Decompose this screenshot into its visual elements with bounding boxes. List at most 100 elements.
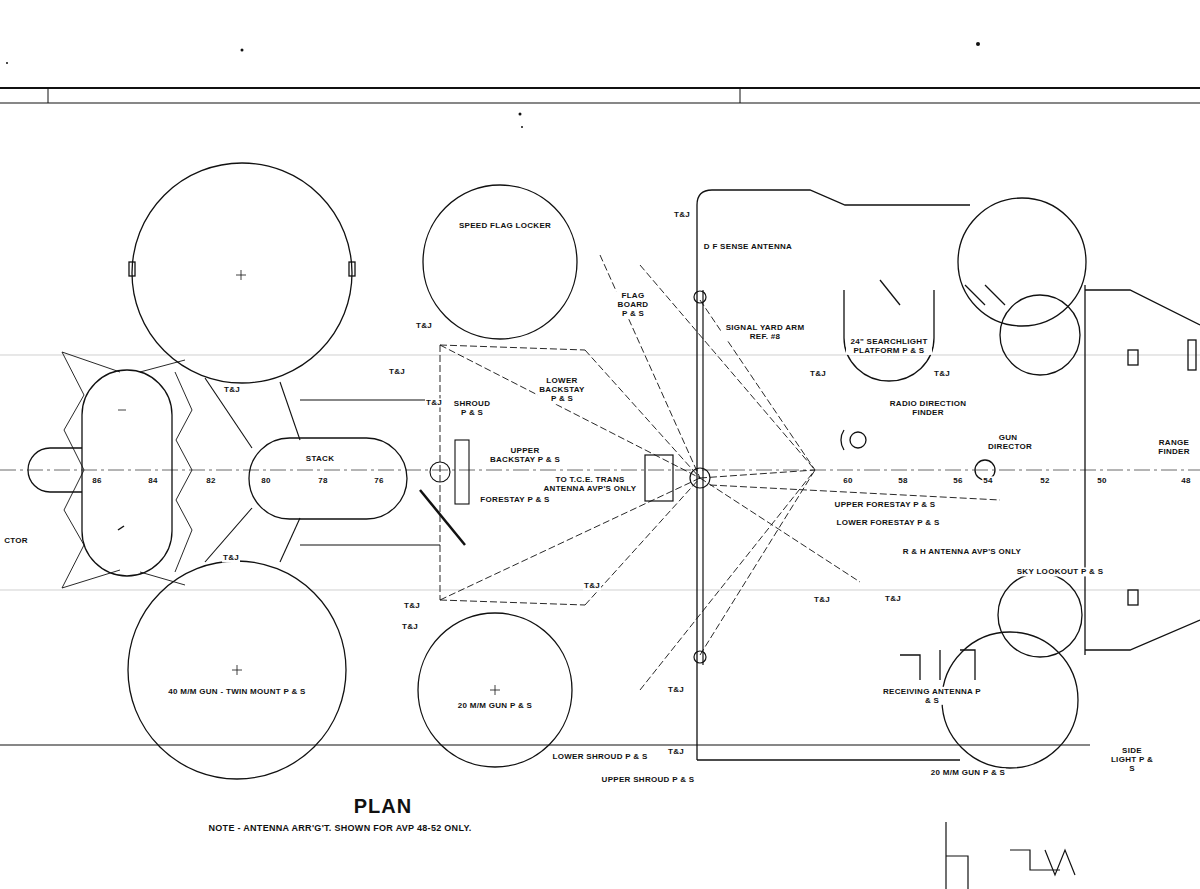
node-label: SPEED FLAG LOCKER xyxy=(458,221,552,230)
callout-label: FORESTAY P & S xyxy=(479,495,550,504)
ghost-line xyxy=(0,355,1200,356)
gun-tub xyxy=(128,561,346,779)
rigging-stay xyxy=(700,470,815,655)
center-line xyxy=(0,470,1200,471)
speck xyxy=(241,49,244,52)
fitting-mark: T&J xyxy=(933,369,951,378)
stack-casing xyxy=(280,382,300,440)
superstructure xyxy=(697,759,960,760)
superstructure xyxy=(939,650,940,680)
frame-number: 48 xyxy=(1180,476,1192,485)
superstructure xyxy=(1188,340,1196,370)
signal-yard xyxy=(694,651,706,663)
truss xyxy=(62,352,84,588)
signal-yard xyxy=(645,455,673,501)
locker-circle: SPEED FLAG LOCKER xyxy=(422,184,578,340)
superstructure xyxy=(985,285,1005,305)
signal-yard xyxy=(694,291,706,303)
gun-tub xyxy=(241,270,242,280)
platform-outline xyxy=(844,290,934,381)
aft-house xyxy=(28,370,172,576)
callout-label: RANGE FINDER xyxy=(1154,438,1194,456)
aft-house xyxy=(82,370,172,576)
rigging-stay xyxy=(700,478,860,582)
locker-circle xyxy=(423,185,577,339)
stack-casing xyxy=(300,544,440,545)
superstructure xyxy=(1000,295,1080,375)
fitting-mark: T&J xyxy=(403,601,421,610)
superstructure xyxy=(1085,620,1200,650)
fitting-mark: T&J xyxy=(401,622,419,631)
frame-number: 76 xyxy=(373,476,385,485)
rigging-stay xyxy=(700,470,815,478)
gun-tub xyxy=(128,561,346,779)
speck xyxy=(976,42,980,46)
frame-number: 82 xyxy=(205,476,217,485)
frame-number: 80 xyxy=(260,476,272,485)
rigging-stay xyxy=(440,345,585,350)
rigging-stay xyxy=(440,345,700,478)
rigging-stay xyxy=(640,470,815,690)
truss xyxy=(62,352,192,588)
rigging-stay xyxy=(585,350,700,478)
fitting-mark: T&J xyxy=(415,321,433,330)
callout-label: R & H ANTENNA AVP'S ONLY xyxy=(902,547,1022,556)
callout-label: SHROUD P & S xyxy=(452,399,492,417)
callout-label: LOWER SHROUD P & S xyxy=(551,752,648,761)
superstructure xyxy=(998,573,1082,657)
center-mark xyxy=(237,665,238,675)
stack-casing xyxy=(205,508,252,562)
frame-number: 56 xyxy=(952,476,964,485)
truss xyxy=(140,360,185,372)
speck xyxy=(6,62,8,64)
aft-house xyxy=(28,448,82,492)
stack-casing xyxy=(205,378,252,448)
stack-casing xyxy=(280,518,300,562)
ghost-line xyxy=(0,355,1200,590)
node-label: 24" SEARCHLIGHT PLATFORM P & S xyxy=(846,337,932,355)
rigging-stay xyxy=(600,255,700,478)
gun-tub: 40 M/M GUN - TWIN MOUNT P & S xyxy=(127,560,347,780)
gun-tub: 20 M/M GUN P & S xyxy=(417,612,573,768)
speck xyxy=(6,42,980,128)
superstructure xyxy=(960,650,975,680)
gun-tub xyxy=(129,262,135,276)
rigging-stay xyxy=(440,345,441,600)
gun-tub xyxy=(418,613,572,767)
superstructure xyxy=(900,655,920,680)
center-mark xyxy=(495,685,496,695)
stack-casing xyxy=(300,399,440,400)
callout-label: LOWER FORESTAY P & S xyxy=(835,518,940,527)
locker-circle xyxy=(422,184,578,340)
callout-label: SKY LOOKOUT P & S xyxy=(1016,567,1105,576)
aft-house xyxy=(118,526,124,530)
frame-number: 58 xyxy=(897,476,909,485)
detail-fragment xyxy=(946,856,968,889)
frame-number: 50 xyxy=(1096,476,1108,485)
callout-label: CTOR xyxy=(3,536,29,545)
speck xyxy=(519,113,522,116)
callout-label: FLAG BOARD P & S xyxy=(615,291,651,319)
rigging-stay xyxy=(440,600,585,605)
signal-yard xyxy=(645,290,710,665)
detail-fragment xyxy=(946,822,1075,889)
frame-number: 84 xyxy=(147,476,159,485)
center-line xyxy=(0,470,1200,471)
gun-tub xyxy=(418,613,572,767)
rigging-stay xyxy=(440,478,700,600)
platform-outline xyxy=(844,290,934,381)
rigging-stay xyxy=(585,478,700,605)
callout-label: SIDE LIGHT P & S xyxy=(1109,746,1155,774)
plan-title: PLAN xyxy=(353,795,413,818)
callout-label: SIGNAL YARD ARM REF. #8 xyxy=(721,323,809,341)
frame-number: 52 xyxy=(1039,476,1051,485)
superstructure xyxy=(880,280,900,305)
frame-number: 60 xyxy=(842,476,854,485)
signal-yard xyxy=(690,468,710,488)
fitting-mark: T&J xyxy=(884,594,902,603)
superstructure xyxy=(1128,590,1138,605)
fitting-mark: T&J xyxy=(813,595,831,604)
frame-number: 54 xyxy=(982,476,994,485)
callout-label: GUN DIRECTOR xyxy=(987,433,1029,451)
deck-edge xyxy=(0,744,1090,745)
